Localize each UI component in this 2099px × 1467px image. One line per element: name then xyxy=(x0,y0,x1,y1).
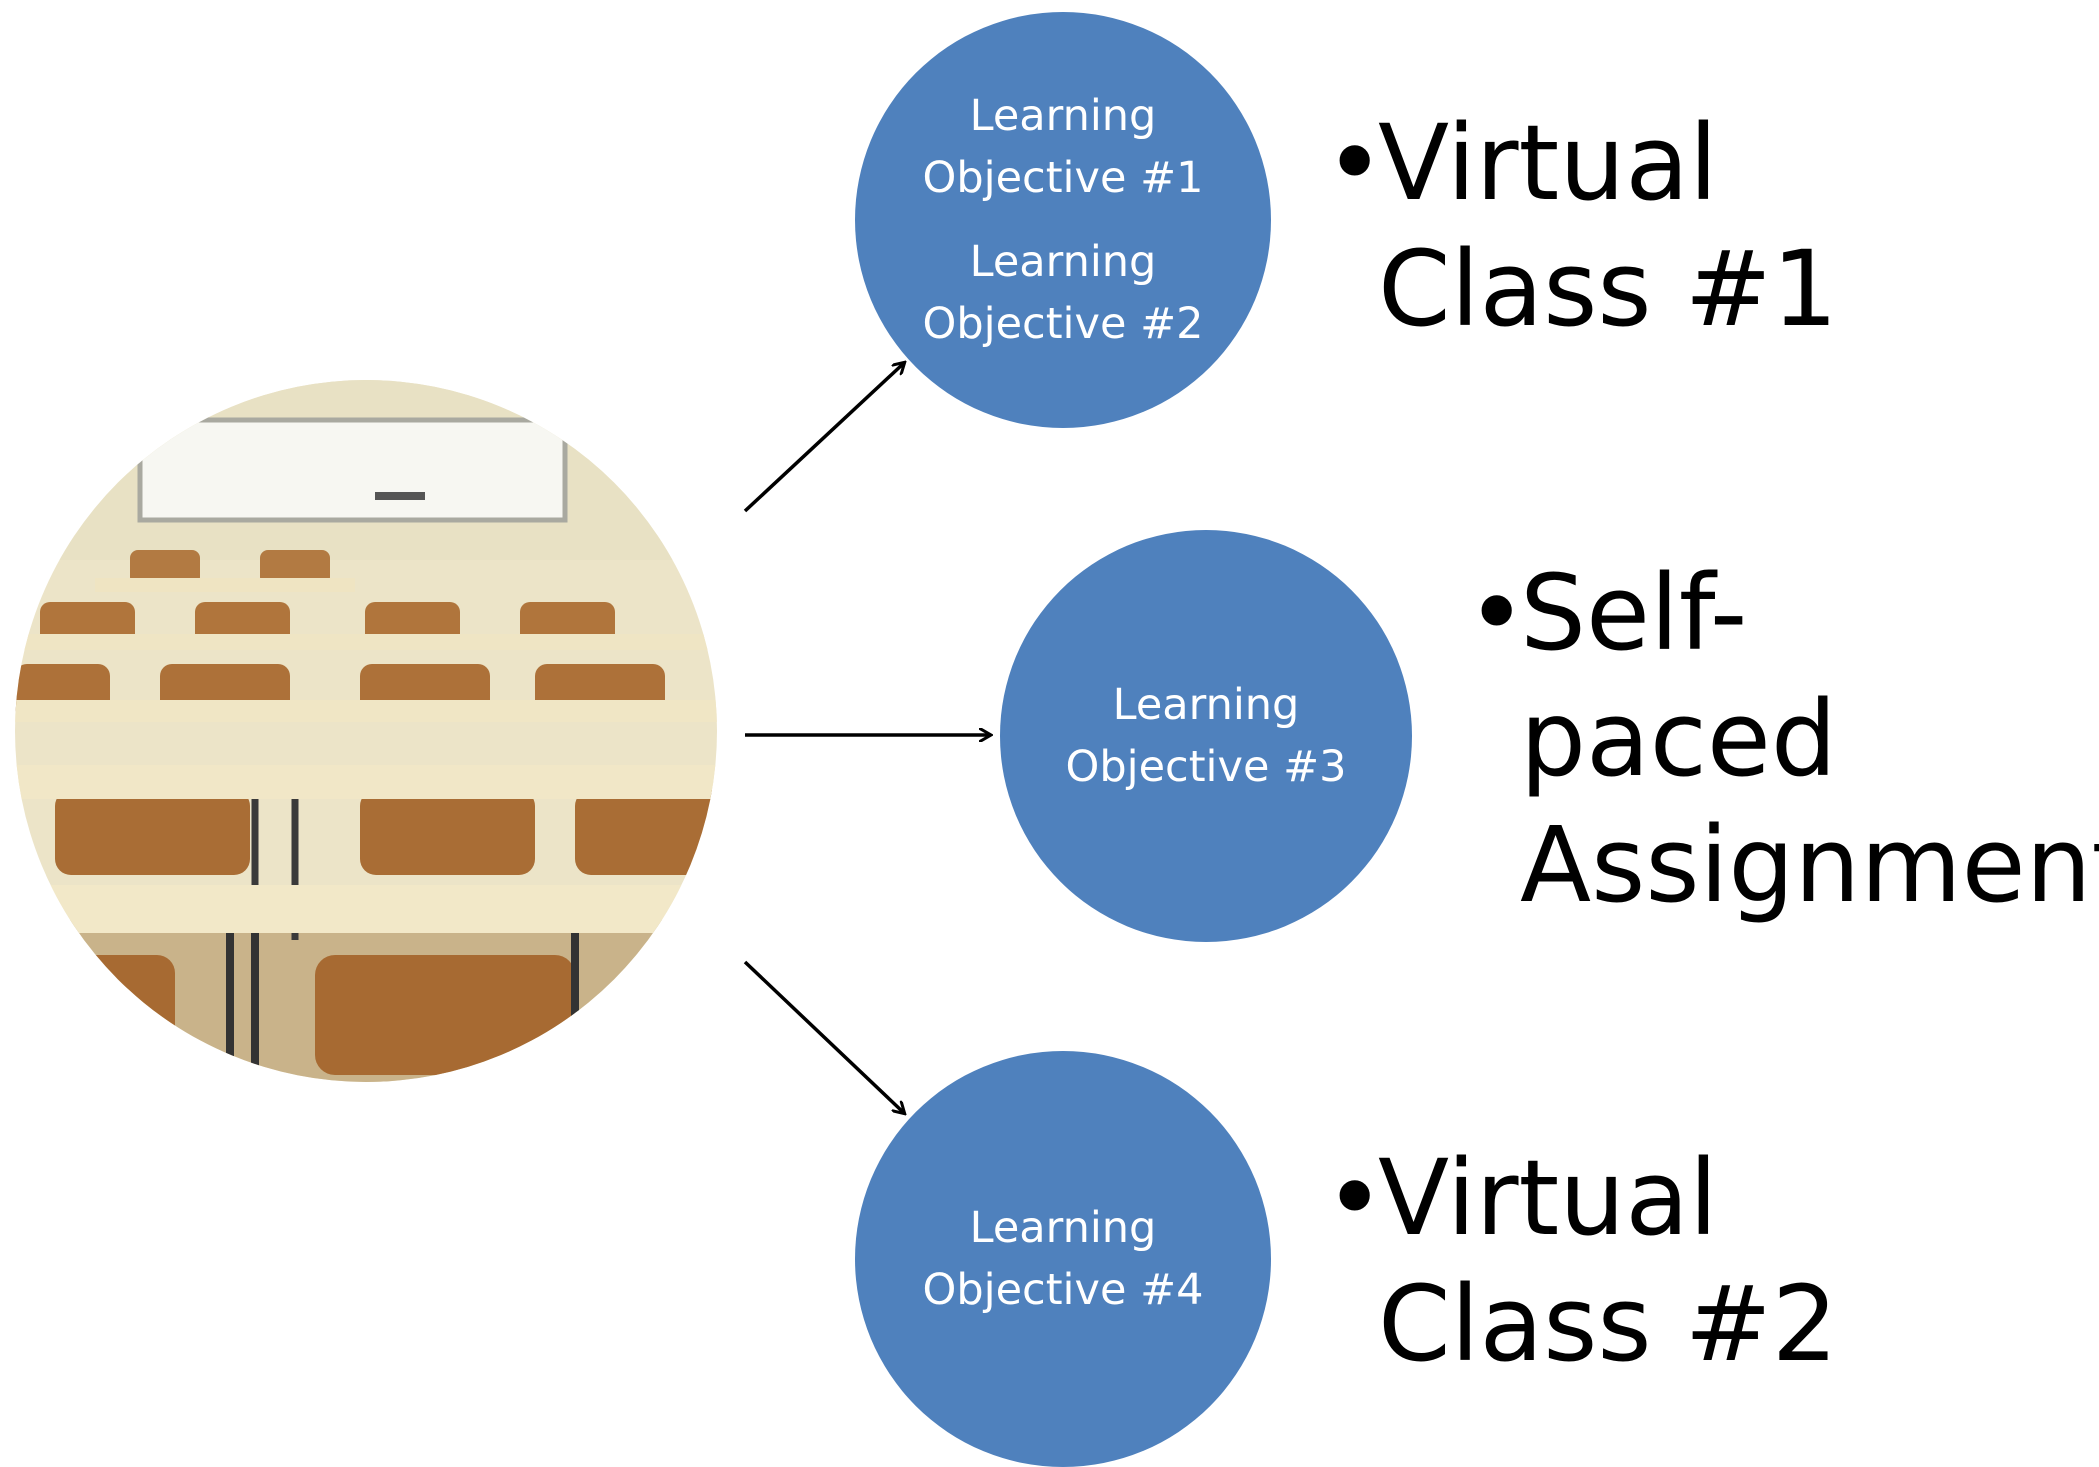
label-line: Assignment xyxy=(1520,804,2099,926)
label-line: Class #2 xyxy=(1378,1263,1838,1385)
delivery-label-virtual-class-1: • Virtual Class #1 xyxy=(1324,100,1838,352)
label-line: Self- xyxy=(1520,552,1748,674)
arrow-to-objective-1 xyxy=(743,363,904,513)
objective-1-text: Learning Objective #1 xyxy=(922,91,1204,203)
objective-circle-3: Learning Objective #3 xyxy=(1000,530,1412,942)
arrow-to-objective-4 xyxy=(743,960,904,1113)
objective-4-text: Learning Objective #4 xyxy=(922,1203,1204,1315)
classroom-photo xyxy=(15,380,717,1082)
bullet-icon: • xyxy=(1324,1137,1386,1259)
label-line: paced xyxy=(1520,678,1837,800)
objective-3-text: Learning Objective #3 xyxy=(1065,680,1347,792)
objective-circle-4: Learning Objective #4 xyxy=(855,1051,1271,1467)
classroom-illustration xyxy=(15,380,717,1082)
label-line: Virtual xyxy=(1378,1137,1718,1259)
bullet-icon: • xyxy=(1466,552,1528,674)
objective-circle-1: Learning Objective #1 Learning Objective… xyxy=(855,12,1271,428)
label-line: Virtual xyxy=(1378,102,1718,224)
delivery-label-virtual-class-2: • Virtual Class #2 xyxy=(1324,1135,1838,1387)
label-line: Class #1 xyxy=(1378,228,1838,350)
delivery-label-self-paced-assignment: • Self- paced Assignment xyxy=(1466,550,2099,928)
objective-2-text: Learning Objective #2 xyxy=(922,237,1204,349)
bullet-icon: • xyxy=(1324,102,1386,224)
